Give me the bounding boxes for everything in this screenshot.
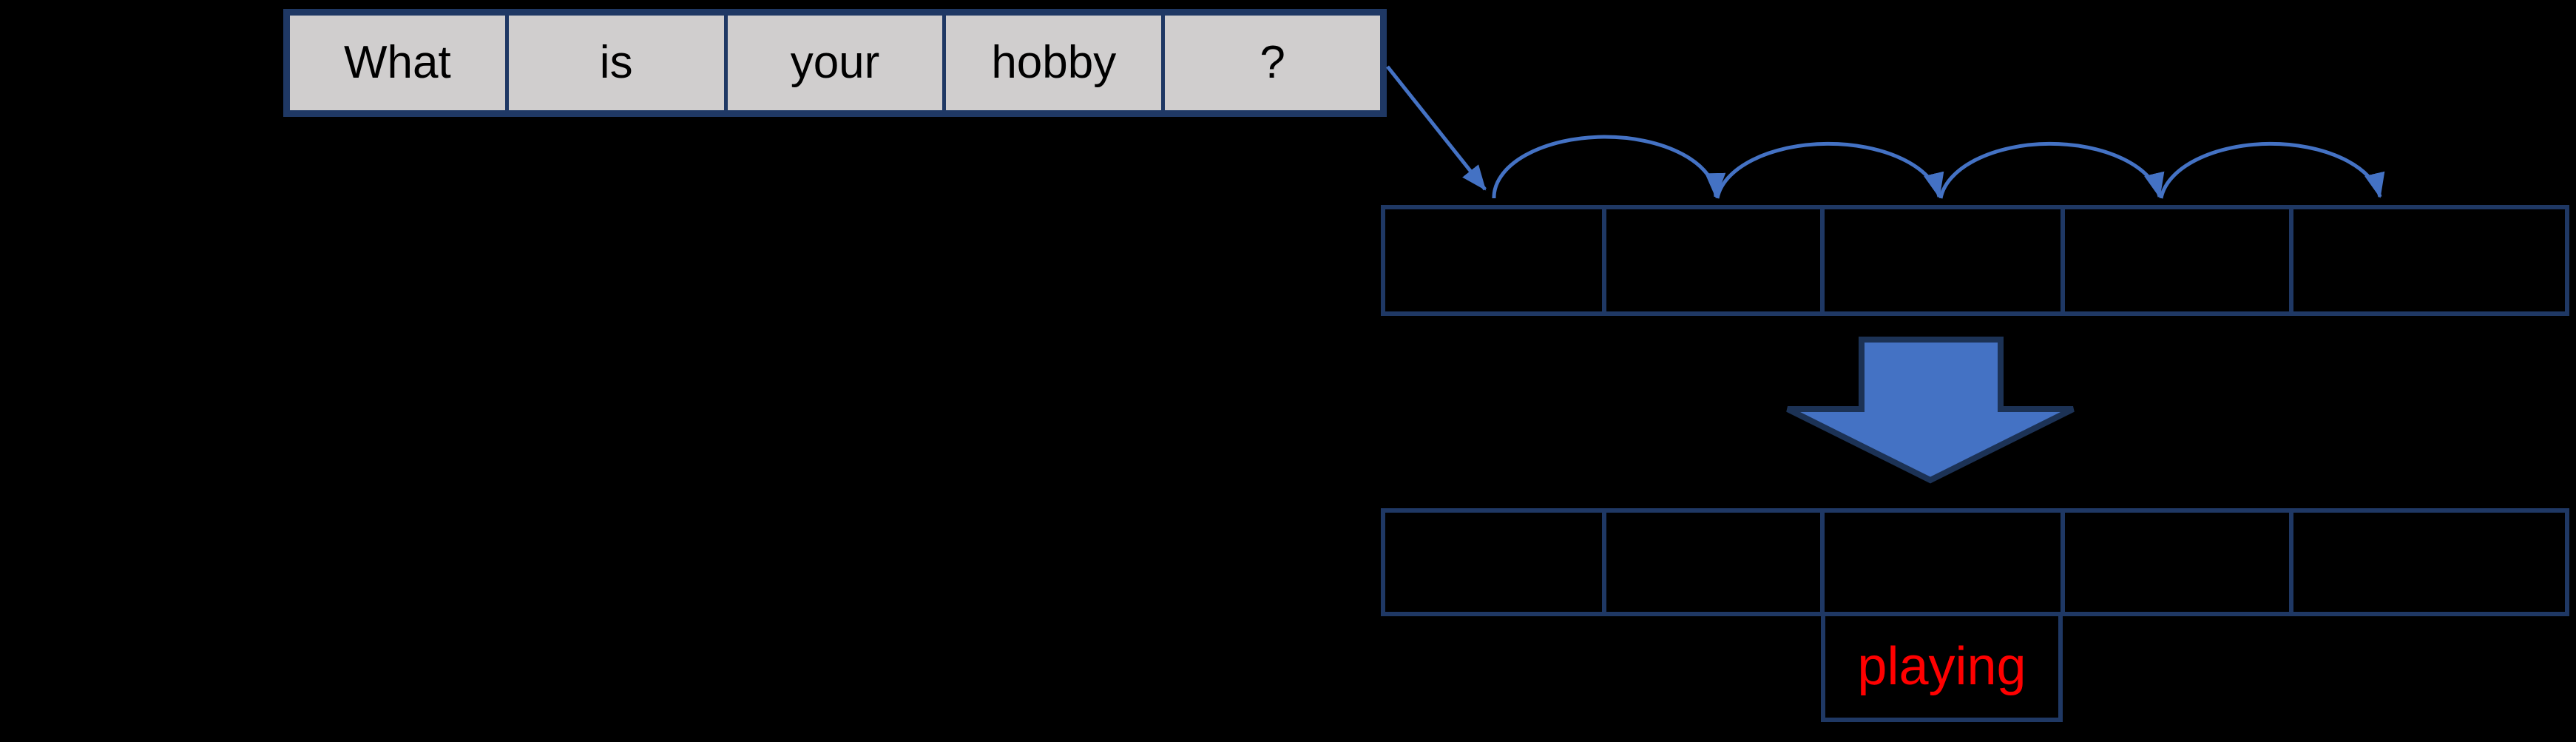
sequence-cell (1606, 513, 1825, 612)
word-cell-is: is (509, 16, 728, 110)
hop-arc-icon-1 (1492, 135, 1726, 199)
sequence-cell (1825, 513, 2065, 612)
sequence-cell (2065, 513, 2294, 612)
word-label: hobby (991, 37, 1117, 88)
sequence-cell (1825, 209, 2065, 311)
word-cell-what: What (290, 16, 509, 110)
word-cell-your: your (728, 16, 947, 110)
sequence-cell (1385, 209, 1607, 311)
sequence-row-upper (1381, 205, 2569, 316)
word-cell-hobby: hobby (946, 16, 1166, 110)
sequence-cell (2065, 209, 2294, 311)
word-label: ? (1260, 37, 1285, 88)
word-label: What (344, 37, 451, 88)
input-sentence-table: What is your hobby ? (283, 9, 1387, 117)
big-down-arrow-icon (1786, 337, 2075, 484)
sequence-cell (2293, 513, 2565, 612)
word-label: your (790, 37, 880, 88)
hop-arc-icon-2 (1715, 141, 1944, 199)
sequence-cell (2293, 209, 2565, 311)
hop-arc-icon-4 (2159, 141, 2385, 199)
hop-arc-icon-3 (1938, 141, 2165, 199)
predicted-word-cell: playing (1821, 615, 2063, 722)
predicted-word-label: playing (1857, 636, 2026, 696)
word-label: is (599, 37, 633, 88)
sequence-cell (1606, 209, 1825, 311)
sequence-row-lower (1381, 508, 2569, 616)
sentence-to-row-arrow-icon (1386, 65, 1487, 191)
word-cell-question-mark: ? (1165, 16, 1380, 110)
sequence-cell (1385, 513, 1607, 612)
